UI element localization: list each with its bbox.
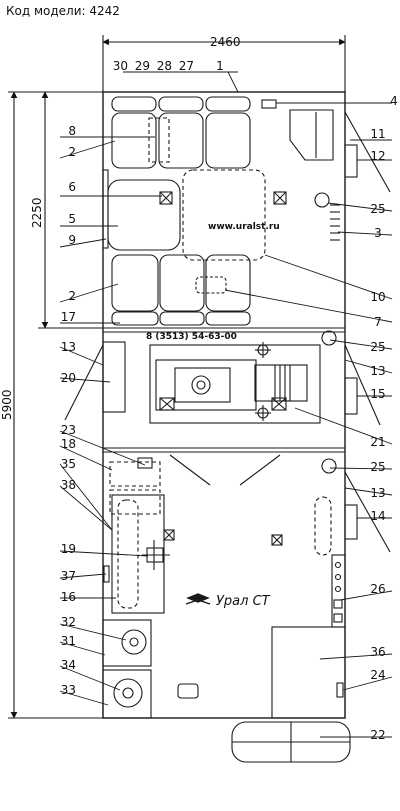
generator-frame (149, 344, 321, 424)
door-panel-12 (344, 144, 358, 178)
callout-22-42: 22 (370, 728, 385, 742)
callout-29-1: 29 (135, 59, 150, 73)
callout-32-36: 32 (61, 615, 76, 629)
callout-21-24: 21 (370, 435, 385, 449)
callout-35-28: 35 (61, 457, 76, 471)
callout-10-15: 10 (370, 290, 385, 304)
callout-2-8: 2 (68, 145, 76, 159)
callout-25-19: 25 (370, 340, 385, 354)
table-dashed-10 (182, 169, 266, 261)
callout-25-11: 25 (370, 202, 385, 216)
callout-18-26: 18 (61, 437, 76, 451)
callout-24-40: 24 (370, 668, 385, 682)
callout-34-39: 34 (61, 658, 76, 672)
door-11 (344, 111, 391, 193)
generator-pulley (191, 375, 211, 395)
box-31 (102, 619, 152, 667)
callout-12-9: 12 (370, 149, 385, 163)
gas-cylinder-32 (121, 629, 147, 655)
door-13a (64, 344, 104, 421)
callout-17-18: 17 (61, 310, 76, 324)
callout-1-4: 1 (216, 59, 224, 73)
body-outline (102, 91, 346, 719)
callout-28-2: 28 (157, 59, 172, 73)
callout-6-10: 6 (68, 180, 76, 194)
callout-9-14: 9 (68, 233, 76, 247)
item-canister (177, 683, 199, 699)
callout-14-31: 14 (370, 509, 385, 523)
item-25c (321, 458, 337, 474)
callout-5-12: 5 (68, 212, 76, 226)
callout-33-41: 33 (61, 683, 76, 697)
brand-name: Урал СТ (216, 594, 271, 609)
side-door-9 (102, 169, 109, 249)
callout-26-35: 26 (370, 582, 385, 596)
model-code-label: Код модели: 4242 (6, 4, 120, 18)
door-13b (344, 344, 381, 426)
callout-19-32: 19 (61, 542, 76, 556)
callout-30-0: 30 (113, 59, 128, 73)
brand-logo-mark (185, 593, 211, 605)
callout-4-5: 4 (390, 94, 398, 108)
callout-13-20: 13 (61, 340, 76, 354)
callout-27-3: 27 (179, 59, 194, 73)
fan-hatch-6 (159, 191, 173, 205)
callout-13-30: 13 (370, 486, 385, 500)
callout-3-13: 3 (374, 226, 382, 240)
callout-36-38: 36 (370, 645, 385, 659)
item-25b (321, 330, 337, 346)
watermark-site: www.uralst.ru (208, 222, 280, 232)
double-door (169, 454, 281, 486)
callout-15-23: 15 (370, 387, 385, 401)
seat-row-rear (111, 254, 251, 326)
dimension-section-text: 2250 (30, 197, 44, 228)
watermark-phone: 8 (3513) 54-63-00 (146, 332, 237, 342)
seat-row-front (111, 96, 251, 169)
motor-21 (254, 364, 308, 402)
callout-31-37: 31 (61, 634, 76, 648)
callout-16-34: 16 (61, 590, 76, 604)
item-4 (261, 99, 277, 109)
item-18 (137, 457, 153, 469)
callout-20-22: 20 (61, 371, 76, 385)
seat-dashed-8 (148, 117, 170, 163)
callout-38-29: 38 (61, 478, 76, 492)
box-33 (102, 669, 152, 719)
door-panel-14 (344, 504, 358, 540)
callout-37-33: 37 (61, 569, 76, 583)
item-7 (195, 276, 227, 294)
rack-35 (109, 489, 161, 515)
callout-13-21: 13 (370, 364, 385, 378)
door-13c (344, 471, 391, 553)
callout-2-16: 2 (68, 289, 76, 303)
dimension-width-text: 2460 (210, 35, 241, 49)
item-24 (336, 682, 344, 698)
cabinet-11 (289, 109, 334, 161)
door-panel-15 (344, 377, 358, 415)
callout-23-25: 23 (61, 423, 76, 437)
fan-hatch-center (273, 191, 287, 205)
gas-cylinder-34 (113, 678, 143, 708)
callout-7-17: 7 (374, 315, 382, 329)
callout-11-7: 11 (370, 127, 385, 141)
rack-38 (109, 461, 161, 487)
item-25a (314, 192, 330, 208)
callout-8-6: 8 (68, 124, 76, 138)
cabinet-36 (271, 626, 346, 719)
dimension-length-text: 5900 (0, 389, 14, 420)
radiator-3 (330, 204, 340, 241)
panel-20 (102, 341, 126, 413)
callout-25-27: 25 (370, 460, 385, 474)
table-5 (107, 179, 181, 251)
